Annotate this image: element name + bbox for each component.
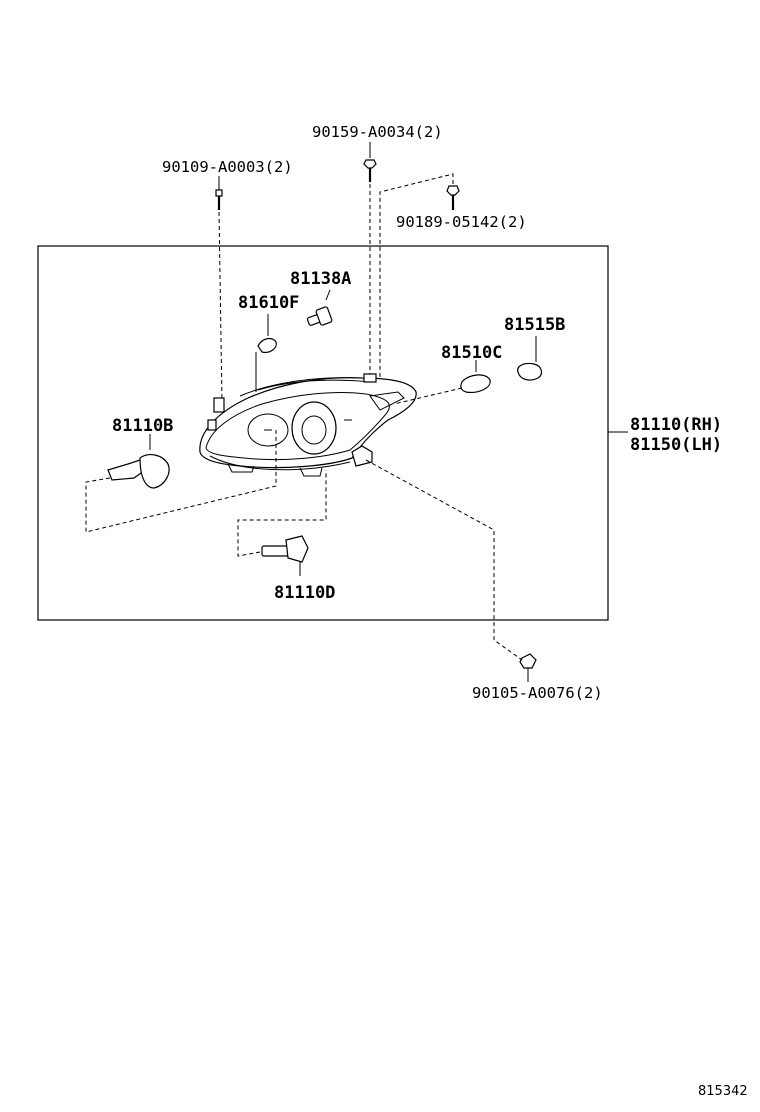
bolt-90159-icon (363, 142, 377, 182)
label-81138A: 81138A (290, 269, 351, 289)
screw-90109-icon (215, 176, 223, 210)
label-81610F: 81610F (238, 293, 299, 313)
label-90105: 90105-A0076(2) (472, 684, 603, 702)
nut-90105-icon (519, 653, 537, 682)
bulb-81110D-icon (261, 535, 309, 576)
label-90189: 90189-05142(2) (396, 213, 527, 231)
leader-90109 (218, 211, 223, 403)
label-81110D: 81110D (274, 583, 335, 603)
headlamp-housing (199, 373, 417, 477)
leader-90189 (379, 173, 454, 378)
figure-id: 815342 (698, 1084, 748, 1099)
label-81150LH: 81150(LH) (630, 435, 722, 455)
label-81515B: 81515B (504, 315, 565, 335)
leader-90105 (365, 459, 523, 661)
cap-81610F-icon (257, 314, 277, 353)
label-81110RH: 81110(RH) (630, 415, 722, 435)
bulb-81110B-icon (107, 434, 170, 489)
label-81510C: 81510C (441, 343, 502, 363)
label-90109: 90109-A0003(2) (162, 158, 293, 176)
leader-81110D (237, 470, 327, 557)
cover-81510C-icon (460, 360, 491, 393)
bulb-81138A-icon (306, 289, 333, 326)
screw-90189-icon (446, 185, 460, 210)
assembly-frame (37, 245, 609, 621)
leader-81110B (85, 430, 277, 533)
socket-81515B-icon (517, 336, 543, 381)
leader-81510C (393, 387, 463, 405)
label-90159: 90159-A0034(2) (312, 123, 443, 141)
label-81110B: 81110B (112, 416, 173, 436)
